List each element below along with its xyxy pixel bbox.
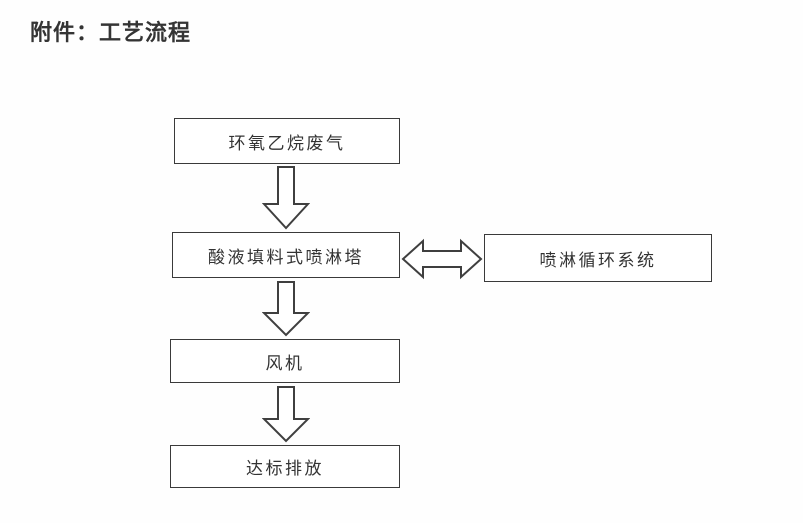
flow-node-recirc: 喷淋循环系统 (484, 234, 712, 282)
arrow-down-icon-tower-to-fan (262, 281, 310, 337)
arrow-bidirectional-icon-tower-recirc (401, 238, 483, 280)
flow-node-recirc-label: 喷淋循环系统 (539, 250, 657, 271)
arrow-down-icon-fan-to-stack (262, 386, 310, 443)
flow-node-feed: 环氧乙烷废气 (174, 118, 400, 164)
page-title: 附件：工艺流程 (30, 20, 192, 46)
arrow-down-icon-feed-to-tower (262, 166, 310, 230)
flow-node-feed-label: 环氧乙烷废气 (228, 133, 346, 154)
flow-node-stack: 达标排放 (170, 445, 400, 488)
flow-node-fan-label: 风机 (265, 353, 305, 374)
flow-node-fan: 风机 (170, 339, 400, 383)
flow-node-tower: 酸液填料式喷淋塔 (172, 232, 400, 278)
flow-node-stack-label: 达标排放 (246, 459, 324, 479)
flow-node-tower-label: 酸液填料式喷淋塔 (208, 247, 364, 268)
